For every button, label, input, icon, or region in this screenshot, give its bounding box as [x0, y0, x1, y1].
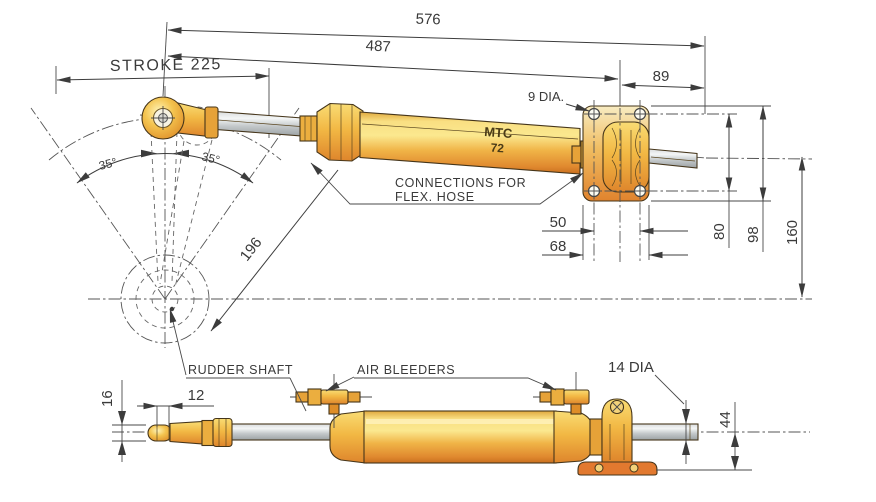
foot-screw-right [629, 463, 639, 473]
rod-dia-label: 14 DIA [608, 359, 654, 376]
product-size-label: 72 [490, 141, 505, 156]
connections-leader-left [310, 162, 393, 205]
air-bleeder-leader-right [452, 377, 557, 391]
flange-dimensions: 50 68 80 98 160 9 DIA. [528, 89, 806, 298]
cylinder-cap-left [329, 410, 367, 464]
cylinder-side-view [147, 372, 699, 476]
rudder-swing-geometry: 35° 35° 196 [30, 106, 339, 344]
air-bleeders-label: AIR BLEEDERS [357, 363, 455, 377]
tiller-outline-2b [174, 139, 213, 288]
bleeder-stem [328, 403, 340, 415]
product-name-label: MTC [484, 124, 514, 141]
side-view-annotations: RUDDER SHAFT AIR BLEEDERS 14 DIA 44 16 [99, 308, 752, 471]
length-dimensions: 576 487 89 STROKE 225 [55, 11, 706, 138]
piston-rod-left [215, 110, 303, 137]
rudder-shaft-circle-inner [151, 285, 179, 313]
dim-98-label: 98 [745, 226, 762, 243]
piston-rod-side-right [631, 423, 699, 441]
dim-44-arrow-top [731, 433, 739, 447]
rod-end-step [201, 419, 215, 447]
hose-nipple-right [571, 145, 582, 164]
dim-160-label: 160 [784, 220, 801, 245]
dim-196-line [210, 169, 339, 332]
hose-connections-label: CONNECTIONS FOR FLEX. HOSE [310, 162, 584, 205]
hole-dia-label: 9 DIA. [528, 89, 564, 104]
bleeder-hex [550, 388, 565, 406]
cylinder-tube-top-view [359, 111, 581, 175]
dim-44-arrow-bottom [731, 456, 739, 470]
dim-576-label: 576 [415, 11, 441, 29]
dim-16-label: 16 [99, 390, 116, 407]
rod-end-body-side [169, 420, 204, 445]
hole-dia-leader [565, 103, 590, 112]
pedestal-neck [589, 418, 603, 456]
connections-leader-right [393, 172, 584, 205]
tiller-outline-1b [171, 131, 178, 283]
bleeder-arm [347, 391, 361, 403]
rudder-shaft-label: RUDDER SHAFT [188, 363, 293, 377]
ball-joint-collar [204, 106, 219, 139]
tube-highlight [366, 419, 554, 424]
flange-boss [602, 121, 650, 193]
pedestal-foot [577, 461, 658, 476]
angle-right-label: 35° [200, 149, 221, 167]
dim-16-arrow-top [118, 411, 126, 425]
air-bleeder-right [533, 372, 590, 415]
dim-68-label: 68 [550, 238, 567, 255]
dim-80-label: 80 [711, 223, 728, 240]
rudder-shaft-leader-up [169, 308, 187, 376]
stroke-dimension-label: STROKE 225 [110, 56, 222, 75]
dim-487-line [167, 53, 619, 82]
dim-stroke-line [56, 72, 270, 84]
gland-nut [316, 102, 365, 162]
dim-16-arrow-bottom [118, 441, 126, 455]
dim-89-label: 89 [653, 68, 670, 85]
dim-487-label: 487 [365, 37, 391, 55]
bleeder-stem [570, 403, 582, 415]
rudder-shaft-leader-down [289, 377, 307, 412]
foot-screw-left [594, 463, 604, 473]
tiller-outline-2a [159, 140, 185, 285]
bleeder-body [563, 389, 590, 405]
air-bleeder-leader-left [325, 376, 355, 392]
angle-left-label: 35° [97, 155, 118, 173]
piston-rod-right [648, 148, 698, 169]
cylinder-top-view: MTC 72 [141, 96, 698, 202]
connections-label-line2: FLEX. HOSE [395, 190, 475, 204]
dim-12-label: 12 [188, 387, 205, 404]
angle-arrow-right [173, 149, 189, 158]
rod-dia-leader [654, 374, 685, 405]
tiller-outline-1a [150, 131, 159, 283]
rod-end-ball-side [147, 424, 173, 442]
cylinder-tube-side-view [363, 410, 557, 464]
rod-end-collar-side [212, 417, 233, 448]
rudder-shaft-circle-outer [135, 269, 195, 329]
pedestal-body [601, 398, 633, 463]
connections-label-line1: CONNECTIONS FOR [395, 176, 526, 190]
bleeder-body [320, 389, 349, 405]
angle-dimension-arc [76, 153, 254, 184]
dim-196-label: 196 [237, 234, 266, 264]
dim-89-line [621, 82, 705, 91]
dim-44-label: 44 [717, 411, 734, 428]
bleeder-hex [307, 388, 322, 406]
hose-connection-left [299, 115, 318, 142]
swing-ray-left [30, 107, 166, 300]
cylinder-cap-right [553, 410, 593, 464]
cylinder-axis-extension [705, 157, 813, 160]
rod-dia-arrow-top [682, 409, 690, 424]
rod-dia-arrow-bottom [682, 440, 690, 455]
swing-ray-right [164, 107, 300, 300]
dim-50-label: 50 [550, 214, 567, 231]
rudder-shaft-circle-ref [120, 254, 210, 344]
dim-576-line [167, 27, 705, 49]
bleeder-nipple [539, 391, 552, 403]
angle-arrow-left [141, 149, 157, 158]
